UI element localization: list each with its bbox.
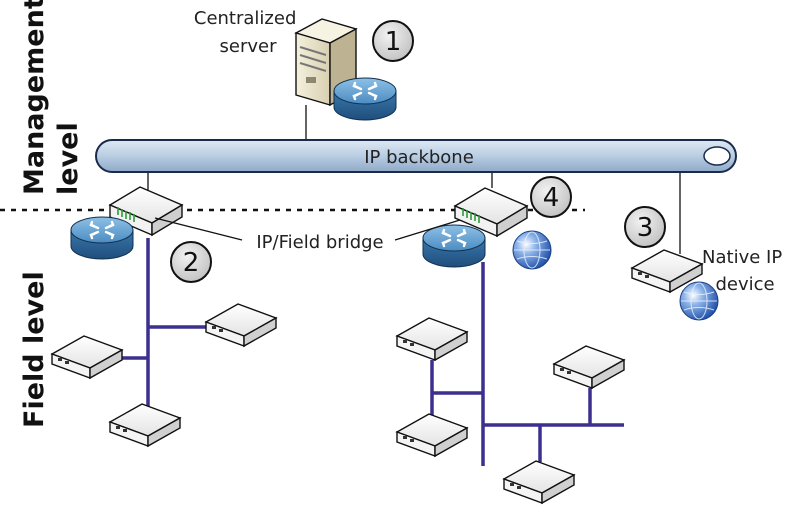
field-bus-left	[122, 238, 210, 410]
marker-3: 3	[624, 206, 666, 248]
field-device-right-2-icon	[553, 345, 625, 389]
ip-backbone: IP backbone	[95, 139, 737, 173]
bridge-label: IP/Field bridge	[256, 232, 383, 253]
marker-2: 2	[170, 241, 212, 283]
globe-right-icon	[512, 230, 552, 270]
field-device-left-3-icon	[109, 403, 181, 447]
svg-text:1: 1	[385, 27, 402, 57]
field-device-left-1-icon	[205, 303, 277, 347]
native-ip-globe-icon	[679, 281, 719, 321]
marker-1: 1	[372, 20, 414, 62]
native-ip-label: Native IP device	[702, 247, 788, 295]
bridge-router-left-icon	[69, 215, 135, 261]
field-level-label: Field level	[19, 271, 50, 428]
svg-text:2: 2	[183, 248, 200, 278]
marker-4: 4	[530, 176, 572, 218]
field-device-right-4-icon	[503, 460, 575, 504]
bridge-router-right-icon	[421, 223, 487, 269]
backbone-connectors	[147, 105, 681, 254]
field-device-right-1-icon	[396, 317, 468, 361]
field-device-left-2-icon	[51, 335, 123, 379]
svg-text:4: 4	[543, 183, 560, 213]
server-router-icon	[332, 76, 398, 122]
server-label: Centralized server	[194, 8, 302, 57]
bridge-callout-left	[154, 217, 243, 241]
field-bus-right	[430, 262, 624, 466]
svg-text:3: 3	[637, 213, 654, 243]
field-device-right-3-icon	[396, 413, 468, 457]
management-level-label: Management level	[19, 0, 84, 195]
ip-backbone-label: IP backbone	[364, 147, 474, 168]
bridge-callout-right	[394, 219, 461, 241]
